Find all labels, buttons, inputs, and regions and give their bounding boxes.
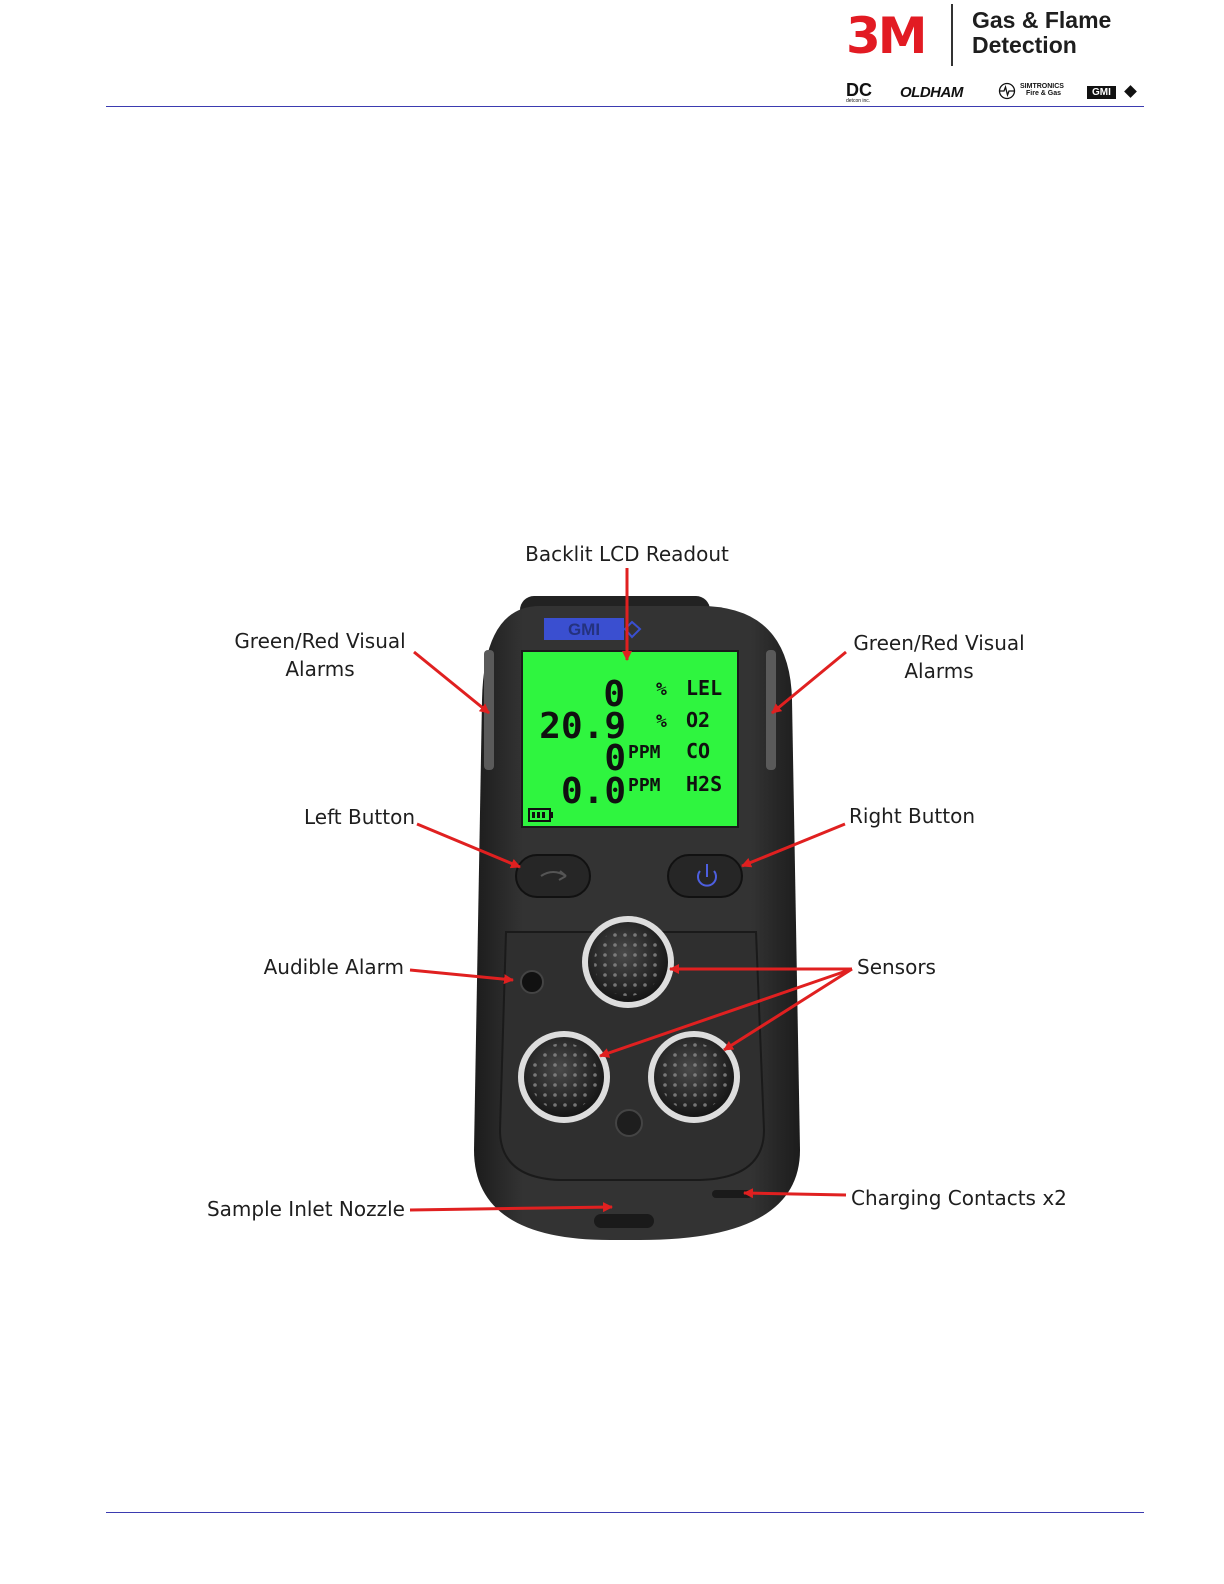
arrow-charging-contacts — [744, 1193, 846, 1195]
label-charging-contacts: Charging Contacts x2 — [851, 1186, 1067, 1210]
arrow-visual-alarm-left — [414, 652, 489, 713]
gas-detector-device: GMI 0 % LEL 20.9 % O2 0 PPM CO 0.0 PPM H… — [474, 596, 800, 1240]
gmi-device-logo-text: GMI — [568, 620, 600, 639]
sample-inlet-nozzle — [594, 1214, 654, 1228]
audible-alarm-port — [521, 971, 543, 993]
label-audible-alarm: Audible Alarm — [264, 955, 404, 979]
lcd-gas-co: CO — [686, 739, 710, 763]
center-screw — [616, 1110, 642, 1136]
label-right-button: Right Button — [849, 804, 975, 828]
lcd-unit-o2: % — [656, 711, 667, 732]
label-backlit-lcd: Backlit LCD Readout — [525, 542, 729, 566]
label-visual-alarm-left-1: Green/Red Visual — [234, 629, 405, 653]
lcd-gas-o2: O2 — [686, 708, 710, 732]
left-button[interactable] — [516, 855, 590, 897]
lcd-unit-lel: % — [656, 679, 667, 700]
lcd-gas-h2s: H2S — [686, 772, 722, 796]
sensor-bottom-right — [648, 1031, 740, 1123]
label-sensors: Sensors — [857, 955, 936, 979]
label-left-button: Left Button — [304, 805, 415, 829]
lcd-unit-co: PPM — [628, 742, 661, 763]
sensor-bottom-left — [518, 1031, 610, 1123]
label-visual-alarm-right-1: Green/Red Visual — [853, 631, 1024, 655]
lcd-gas-lel: LEL — [686, 676, 722, 700]
lcd-value-h2s: 0.0 — [561, 771, 626, 812]
label-visual-alarm-right-2: Alarms — [904, 659, 973, 683]
label-sample-inlet: Sample Inlet Nozzle — [207, 1197, 405, 1221]
lcd-unit-h2s: PPM — [628, 775, 661, 796]
sensor-top — [582, 916, 674, 1008]
right-button[interactable] — [668, 855, 742, 897]
label-visual-alarm-left-2: Alarms — [285, 657, 354, 681]
